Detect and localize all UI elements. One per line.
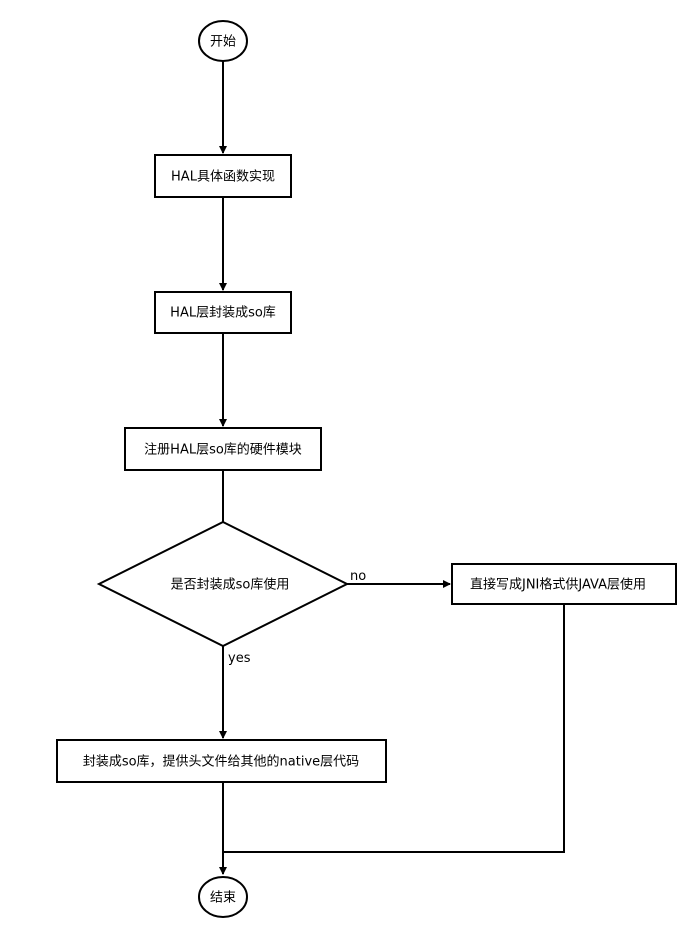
decision-node: 是否封装成so库使用 bbox=[96, 520, 350, 648]
hal-wrap-node: HAL层封装成so库 bbox=[154, 291, 292, 334]
edge-jni-to-end bbox=[223, 604, 565, 853]
end-node: 结束 bbox=[198, 876, 248, 918]
wrap-so-node: 封装成so库，提供头文件给其他的native层代码 bbox=[56, 739, 387, 783]
start-node: 开始 bbox=[198, 20, 248, 62]
wrap-so-label: 封装成so库，提供头文件给其他的native层代码 bbox=[83, 754, 359, 770]
jni-label: 直接写成JNI格式供JAVA层使用 bbox=[470, 577, 646, 593]
decision-label: 是否封装成so库使用 bbox=[171, 577, 290, 593]
hal-wrap-label: HAL层封装成so库 bbox=[170, 305, 276, 321]
end-node-label: 结束 bbox=[210, 891, 236, 906]
jni-node: 直接写成JNI格式供JAVA层使用 bbox=[451, 563, 677, 605]
register-label: 注册HAL层so库的硬件模块 bbox=[144, 442, 302, 458]
edge-label-yes: yes bbox=[228, 651, 251, 666]
start-node-label: 开始 bbox=[210, 35, 236, 50]
register-node: 注册HAL层so库的硬件模块 bbox=[124, 427, 322, 471]
hal-impl-label: HAL具体函数实现 bbox=[171, 170, 275, 185]
edge-label-no: no bbox=[350, 569, 366, 584]
hal-impl-node: HAL具体函数实现 bbox=[154, 154, 292, 198]
edges bbox=[219, 61, 565, 875]
